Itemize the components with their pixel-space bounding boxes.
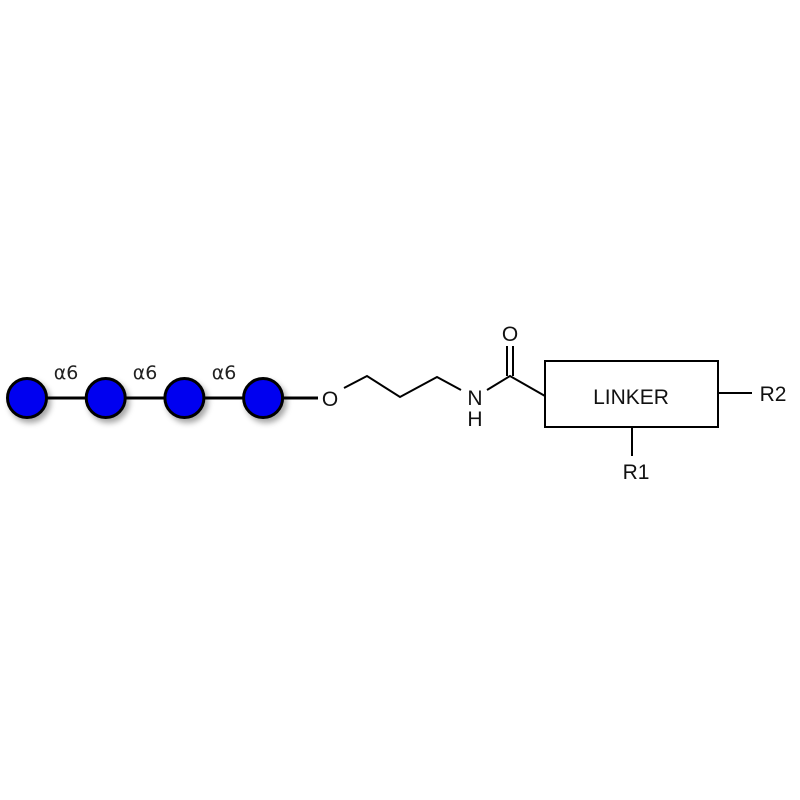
hydrogen-atom: H bbox=[467, 408, 482, 431]
linkage-label: α6 bbox=[54, 362, 79, 384]
linkage-label: α6 bbox=[133, 362, 158, 384]
glucose-residue bbox=[163, 377, 206, 419]
glucose-residue bbox=[6, 377, 48, 419]
r2-label: R2 bbox=[760, 383, 787, 406]
r1-label: R1 bbox=[623, 461, 650, 484]
propyl-chain-bond bbox=[343, 374, 462, 399]
nitrogen-atom: N bbox=[467, 387, 482, 410]
linker-box bbox=[544, 360, 719, 428]
linkage-label: α6 bbox=[212, 362, 237, 384]
linker-label: LINKER bbox=[593, 386, 669, 409]
glucose-residue bbox=[84, 377, 127, 419]
glucose-residue bbox=[242, 377, 285, 419]
oxygen-atom: O bbox=[322, 388, 338, 411]
carbonyl-oxygen: O bbox=[502, 323, 518, 346]
amide-bond bbox=[486, 374, 546, 397]
